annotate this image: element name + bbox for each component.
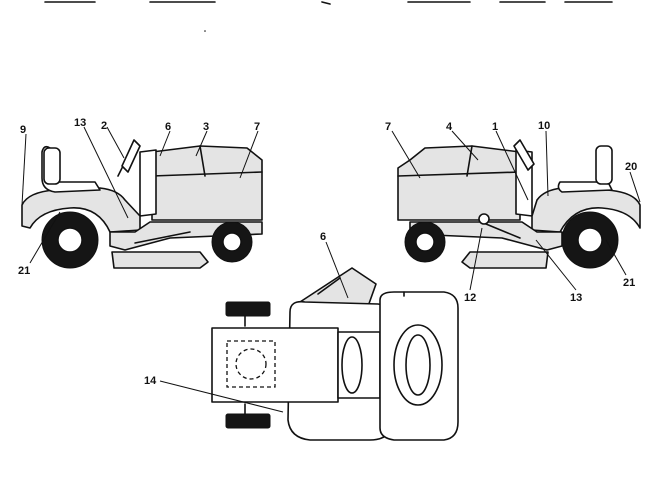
- lever-knob: [478, 213, 490, 225]
- speck: [204, 30, 206, 32]
- right-view-callouts: 7 4 1 10 20 12 13 21: [385, 120, 641, 304]
- mower-deck: [111, 251, 209, 269]
- callout-10: 10: [538, 120, 550, 132]
- seat-back: [43, 147, 61, 185]
- callout-2: 2: [101, 120, 107, 132]
- top-view-callouts: 6 14: [144, 231, 349, 413]
- callout-6: 6: [320, 231, 326, 243]
- tractor-left-side-view: [21, 139, 263, 269]
- steering-wheel-top: [341, 336, 363, 394]
- rear-fender: [531, 187, 641, 233]
- callout-20: 20: [625, 161, 637, 173]
- callout-6: 6: [165, 121, 171, 133]
- tractor-right-side-view: [397, 139, 641, 269]
- rear-tire-bottom: [225, 413, 271, 429]
- callout-4: 4: [446, 121, 453, 133]
- callout-3: 3: [203, 121, 209, 133]
- rear-tire-top: [225, 301, 271, 317]
- mower-deck: [461, 251, 549, 269]
- callout-14: 14: [144, 375, 157, 387]
- steering-wheel: [513, 139, 535, 171]
- hood: [397, 145, 521, 221]
- seat-outline: [226, 340, 276, 388]
- callout-9: 9: [20, 124, 26, 136]
- callout-7: 7: [385, 121, 391, 133]
- callout-1: 1: [492, 121, 498, 133]
- callout-21: 21: [18, 265, 30, 277]
- callout-12: 12: [464, 292, 476, 304]
- callout-13: 13: [570, 292, 582, 304]
- callout-21: 21: [623, 277, 635, 289]
- callout-7: 7: [254, 121, 260, 133]
- hood: [151, 145, 263, 221]
- cropped-top-fragments: [44, 1, 613, 5]
- seat-back: [595, 145, 613, 185]
- tractor-top-view: [211, 267, 459, 441]
- seat: [557, 181, 613, 193]
- left-view-callouts: 9 13 2 6 3 7 21: [18, 117, 260, 277]
- callout-13: 13: [74, 117, 86, 129]
- dashboard: [139, 149, 157, 217]
